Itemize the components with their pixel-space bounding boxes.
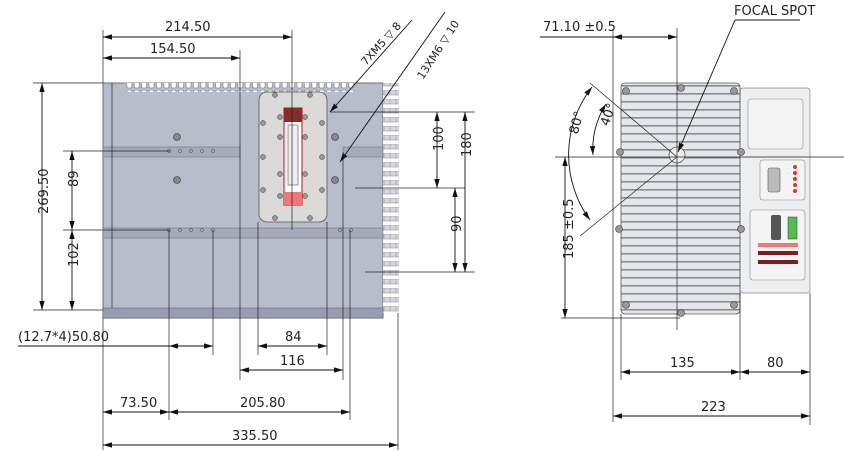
dim-84: 84 [285, 330, 302, 345]
dim-214: 214.50 [165, 20, 211, 35]
red-bar [758, 260, 798, 264]
window-slot [287, 124, 299, 186]
enclosure-screws [615, 84, 745, 317]
angle-80: 80° [567, 110, 587, 136]
vent-box [747, 98, 804, 150]
dim-185: 185 ±0.5 [562, 198, 577, 259]
groove [102, 227, 384, 239]
dim-269: 269.50 [37, 169, 52, 215]
bottom-strip [102, 307, 384, 319]
left-view [102, 82, 399, 319]
dim-102: 102 [67, 242, 82, 267]
serial-port-icon [767, 167, 781, 193]
db9-port-icon [771, 215, 781, 240]
screw-icon [173, 133, 181, 141]
terminal-icon [787, 216, 798, 240]
groove [102, 146, 241, 158]
dim-90: 90 [450, 215, 465, 232]
enclosure-body [102, 82, 384, 319]
callout-m6: 13XM6 ▽ 10 [415, 18, 463, 82]
dim-223: 223 [701, 400, 726, 415]
dim-135: 135 [670, 356, 695, 371]
screw-icon [331, 133, 339, 141]
dim-50-80: (12.7*4)50.80 [18, 330, 109, 345]
dim-116: 116 [280, 354, 305, 369]
screw-icon [173, 176, 181, 184]
dim-180: 180 [460, 132, 475, 157]
panel-screws [260, 92, 325, 221]
dim-154: 154.50 [150, 42, 196, 57]
window-top-red [284, 108, 302, 122]
right-view: FOCAL SPOT 71.10 ±0.5 185 ±0.5 80° 40° 1… [540, 4, 844, 425]
screw-icon [331, 176, 339, 184]
red-bar [758, 251, 798, 255]
side-fins [383, 83, 399, 313]
enclosure-fins [620, 82, 741, 315]
red-bar [758, 243, 798, 247]
dim-335: 335.50 [232, 429, 278, 444]
angle-40: 40° [598, 101, 620, 128]
dim-80: 80 [767, 356, 784, 371]
window-bottom-red [284, 192, 302, 205]
dim-71-10: 71.10 ±0.5 [543, 20, 616, 35]
dim-89: 89 [67, 170, 82, 187]
hole-row [167, 149, 353, 232]
dim-73: 73.50 [120, 396, 157, 411]
dim-100: 100 [432, 126, 447, 151]
callout-m5: 7XM5 ▽ 8 [359, 20, 404, 68]
connector-box [759, 159, 806, 201]
led-column [793, 165, 797, 193]
focal-spot-label: FOCAL SPOT [734, 4, 815, 19]
dim-205: 205.80 [240, 396, 286, 411]
